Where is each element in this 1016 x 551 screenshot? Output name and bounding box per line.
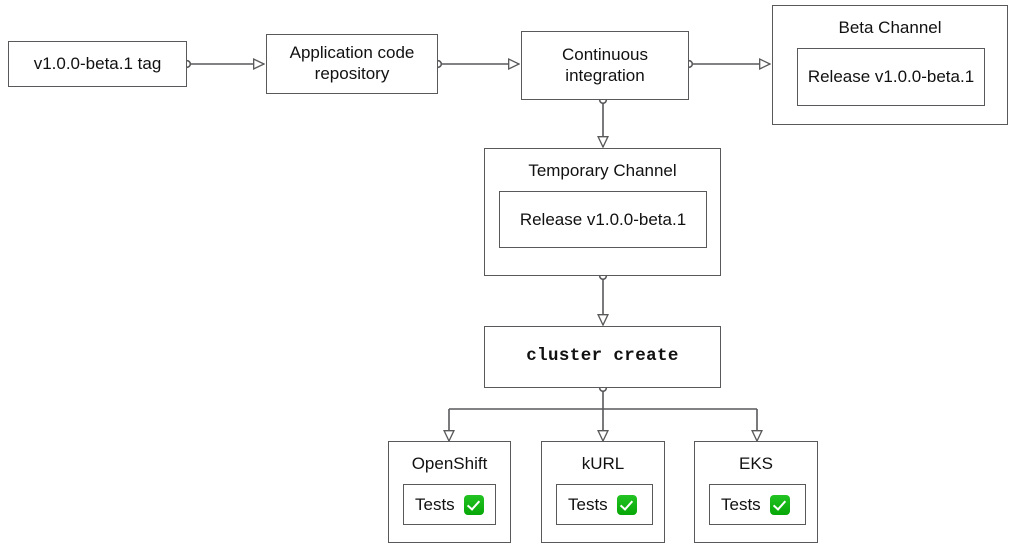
green-check-icon: [769, 494, 790, 515]
kurl-tests-label: Tests: [568, 494, 608, 514]
node-cluster-create[interactable]: cluster create: [484, 326, 721, 388]
group-kurl-title: kURL: [581, 454, 625, 473]
temporary-channel-release-label: Release v1.0.0-beta.1: [519, 209, 687, 229]
node-version-tag[interactable]: v1.0.0-beta.1 tag: [8, 41, 187, 87]
group-temporary-channel[interactable]: Temporary Channel Release v1.0.0-beta.1: [484, 148, 721, 276]
openshift-tests-label: Tests: [415, 494, 455, 514]
group-eks[interactable]: EKS Tests: [694, 441, 818, 543]
openshift-tests-box[interactable]: Tests: [403, 484, 496, 525]
group-kurl[interactable]: kURL Tests: [541, 441, 665, 543]
group-openshift-title: OpenShift: [411, 454, 488, 473]
group-beta-channel[interactable]: Beta Channel Release v1.0.0-beta.1: [772, 5, 1008, 125]
node-cluster-create-label: cluster create: [526, 346, 679, 367]
kurl-tests-box[interactable]: Tests: [556, 484, 653, 525]
beta-channel-release-label: Release v1.0.0-beta.1: [807, 67, 975, 86]
temporary-channel-release-box[interactable]: Release v1.0.0-beta.1: [499, 191, 707, 248]
node-continuous-integration-label: Continuous integration: [561, 44, 648, 85]
node-continuous-integration[interactable]: Continuous integration: [521, 31, 689, 100]
beta-channel-release-box[interactable]: Release v1.0.0-beta.1: [797, 48, 985, 106]
group-temporary-channel-title: Temporary Channel: [528, 161, 677, 180]
eks-tests-label: Tests: [721, 494, 761, 514]
node-version-tag-label: v1.0.0-beta.1 tag: [33, 53, 162, 73]
node-application-code-repository[interactable]: Application code repository: [266, 34, 438, 94]
green-check-icon: [463, 494, 484, 515]
group-beta-channel-title: Beta Channel: [838, 18, 942, 37]
eks-tests-box[interactable]: Tests: [709, 484, 806, 525]
node-application-code-repository-label: Application code repository: [289, 43, 415, 83]
group-openshift[interactable]: OpenShift Tests: [388, 441, 511, 543]
group-eks-title: EKS: [738, 454, 774, 473]
green-check-icon: [616, 494, 637, 515]
